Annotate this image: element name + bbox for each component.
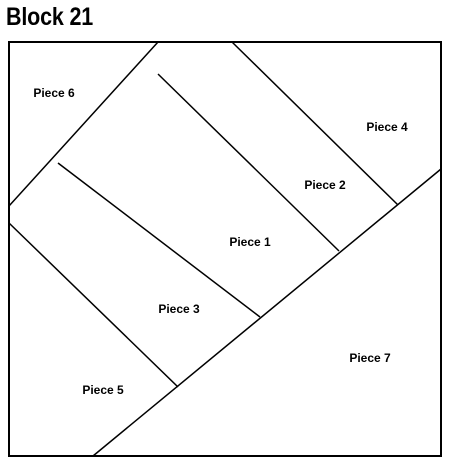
piece-4-label: Piece 4 — [366, 120, 408, 134]
seam-piece-5-top — [8, 222, 179, 388]
seam-piece-2-top — [231, 41, 399, 206]
piece-7-label: Piece 7 — [349, 351, 391, 365]
piece-1-label: Piece 1 — [229, 235, 271, 249]
block-title: Block 21 — [6, 3, 94, 31]
block-outline — [8, 41, 442, 457]
seam-piece-1-bottom — [57, 162, 261, 318]
seam-left-diagonal-upper — [8, 41, 159, 207]
seam-long-diagonal-right — [92, 168, 442, 457]
piece-6-label: Piece 6 — [33, 86, 75, 100]
piece-3-label: Piece 3 — [158, 302, 200, 316]
seam-piece-1-top — [157, 73, 340, 252]
piece-5-label: Piece 5 — [82, 383, 124, 397]
piece-2-label: Piece 2 — [304, 178, 346, 192]
